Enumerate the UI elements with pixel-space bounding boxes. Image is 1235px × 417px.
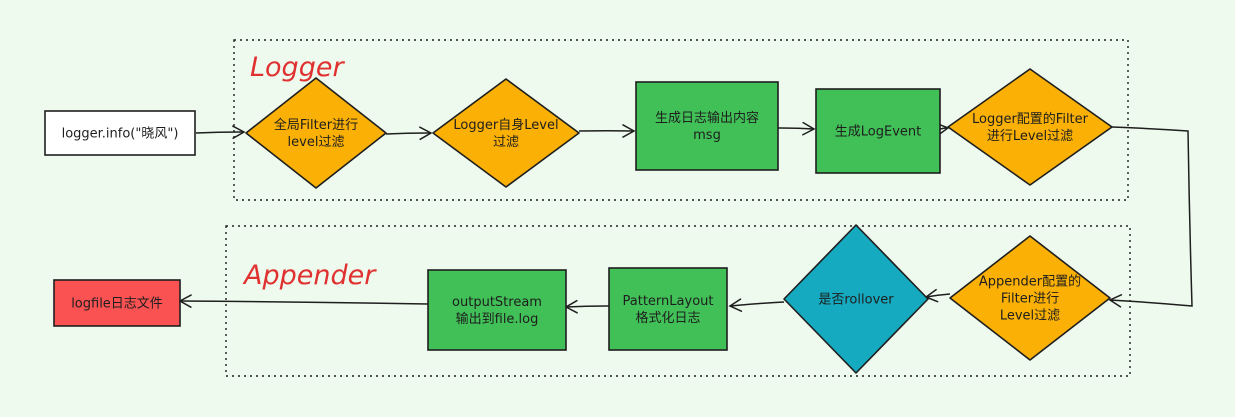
edge-logger-level-to-generate-msg: [579, 125, 634, 137]
edge-line: [566, 306, 609, 307]
edge-input-to-global-filter: [196, 126, 244, 138]
edge-generate-msg-to-generate-event: [778, 123, 814, 135]
edge-line: [1110, 127, 1192, 306]
group-logger-title: Logger: [250, 52, 345, 83]
node-logger-filter-label: Logger配置的Filter: [972, 111, 1089, 127]
node-generate-msg: 生成日志输出内容 msg: [636, 82, 778, 170]
node-rollover-label: 是否rollover: [818, 293, 894, 308]
node-input: logger.info("晓风"): [45, 111, 195, 155]
edge-line: [180, 301, 428, 304]
node-appender-filter-label: Level过滤: [1000, 309, 1060, 324]
node-logfile: logfile日志文件: [54, 280, 180, 326]
node-pattern-layout-label: 格式化日志: [635, 310, 700, 326]
node-output-stream-shape: [428, 270, 566, 350]
node-appender-filter-label: Appender配置的: [979, 274, 1081, 290]
node-generate-msg-label: msg: [693, 128, 721, 143]
node-global-filter-label: 全局Filter进行: [274, 117, 358, 133]
node-logger-level-label: 过滤: [493, 135, 519, 150]
edge-logger-filter-to-appender-filter: [1110, 127, 1192, 307]
node-logger-filter-shape: [948, 69, 1112, 185]
node-logger-filter: Logger配置的Filter 进行Level过滤: [948, 69, 1112, 185]
node-pattern-layout-shape: [609, 268, 727, 350]
edge-global-filter-to-logger-level: [386, 127, 431, 139]
node-logger-level-label: Logger自身Level: [453, 117, 558, 133]
node-rollover: 是否rollover: [784, 225, 928, 373]
edge-pattern-layout-to-output-stream: [566, 301, 609, 313]
edge-appender-filter-to-rollover: [926, 290, 950, 302]
node-pattern-layout-label: PatternLayout: [623, 294, 714, 309]
node-logger-level: Logger自身Level 过滤: [433, 79, 579, 187]
edge-output-stream-to-logfile: [180, 295, 428, 307]
node-global-filter-label: level过滤: [288, 135, 345, 150]
node-generate-event-label: 生成LogEvent: [835, 125, 921, 140]
node-appender-filter: Appender配置的 Filter进行 Level过滤: [950, 236, 1110, 360]
node-generate-event: 生成LogEvent: [816, 89, 940, 173]
edge-line: [196, 132, 244, 133]
node-logger-level-shape: [433, 79, 579, 187]
node-appender-filter-label: Filter进行: [1001, 292, 1059, 307]
node-output-stream-label: outputStream: [452, 295, 542, 310]
group-appender-title: Appender: [242, 260, 377, 291]
node-input-label: logger.info("晓风"): [62, 127, 179, 142]
edge-line: [730, 302, 784, 306]
node-logger-filter-label: 进行Level过滤: [987, 129, 1073, 144]
node-output-stream-label: 输出到file.log: [456, 311, 539, 327]
node-generate-msg-shape: [636, 82, 778, 170]
nodes-layer: logger.info("晓风") 全局Filter进行 level过滤 Logger…: [45, 69, 1112, 373]
node-global-filter-shape: [246, 78, 386, 188]
edge-rollover-to-pattern-layout: [730, 299, 784, 311]
node-logfile-label: logfile日志文件: [71, 297, 163, 312]
edge-line: [386, 133, 431, 134]
node-global-filter: 全局Filter进行 level过滤: [246, 78, 386, 188]
edge-line: [778, 128, 814, 129]
node-generate-msg-label: 生成日志输出内容: [655, 110, 759, 126]
